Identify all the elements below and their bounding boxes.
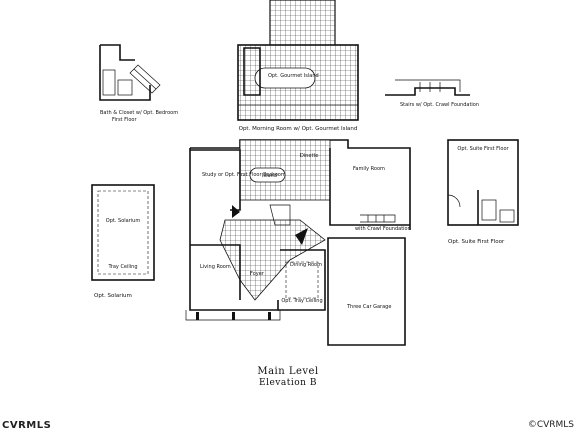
solarium-room-label: Opt. Solarium	[106, 218, 141, 224]
crawl-foundation-label: with Crawl Foundation	[355, 226, 411, 232]
watermark-left: CVRMLS	[2, 420, 52, 431]
island-label: Island	[262, 173, 277, 179]
suite-first-floor-label: Opt. Suite First Floor	[448, 239, 505, 245]
morning-room-label: Opt. Morning Room w/ Opt. Gourmet Island	[239, 126, 358, 132]
garage-label: Three Car Garage	[346, 304, 391, 310]
bath-closet-inset	[99, 44, 161, 101]
family-room-label: Family Room	[353, 166, 385, 172]
plan-title: Main Level	[257, 366, 319, 377]
morning-room-option: Opt. Gourmet Island	[237, 0, 359, 121]
plan-subtitle: Elevation B	[259, 378, 317, 388]
solarium-inset: Opt. Solarium Tray Ceiling	[91, 184, 155, 281]
living-room-label: Living Room	[200, 264, 231, 270]
suite-room-label: Opt. Suite First Floor	[457, 146, 509, 152]
stairs-crawl-label: Stairs w/ Opt. Crawl Foundation	[400, 102, 479, 108]
suite-inset: Opt. Suite First Floor	[447, 139, 519, 226]
dining-tray-label: Opt. Tray Ceiling	[281, 298, 322, 304]
watermark-right: ©CVRMLS	[527, 420, 574, 430]
dining-room-label: Dining Room	[290, 262, 322, 268]
gourmet-island-label: Opt. Gourmet Island	[268, 73, 319, 79]
study-label: Study or Opt. First Floor Bedroom	[202, 172, 286, 178]
solarium-label: Opt. Solarium	[94, 293, 132, 299]
bath-closet-label: Bath & Closet w/ Opt. Bedroom	[100, 110, 178, 116]
dinette-label: Dinette	[300, 153, 318, 159]
tray-ceiling-label: Tray Ceiling	[107, 264, 137, 270]
stairs-inset	[385, 79, 470, 96]
main-plan: Island Dinette Study or Opt. First Floor…	[185, 139, 411, 346]
foyer-label: Foyer	[250, 271, 265, 277]
first-floor-label: First Floor	[112, 117, 137, 123]
